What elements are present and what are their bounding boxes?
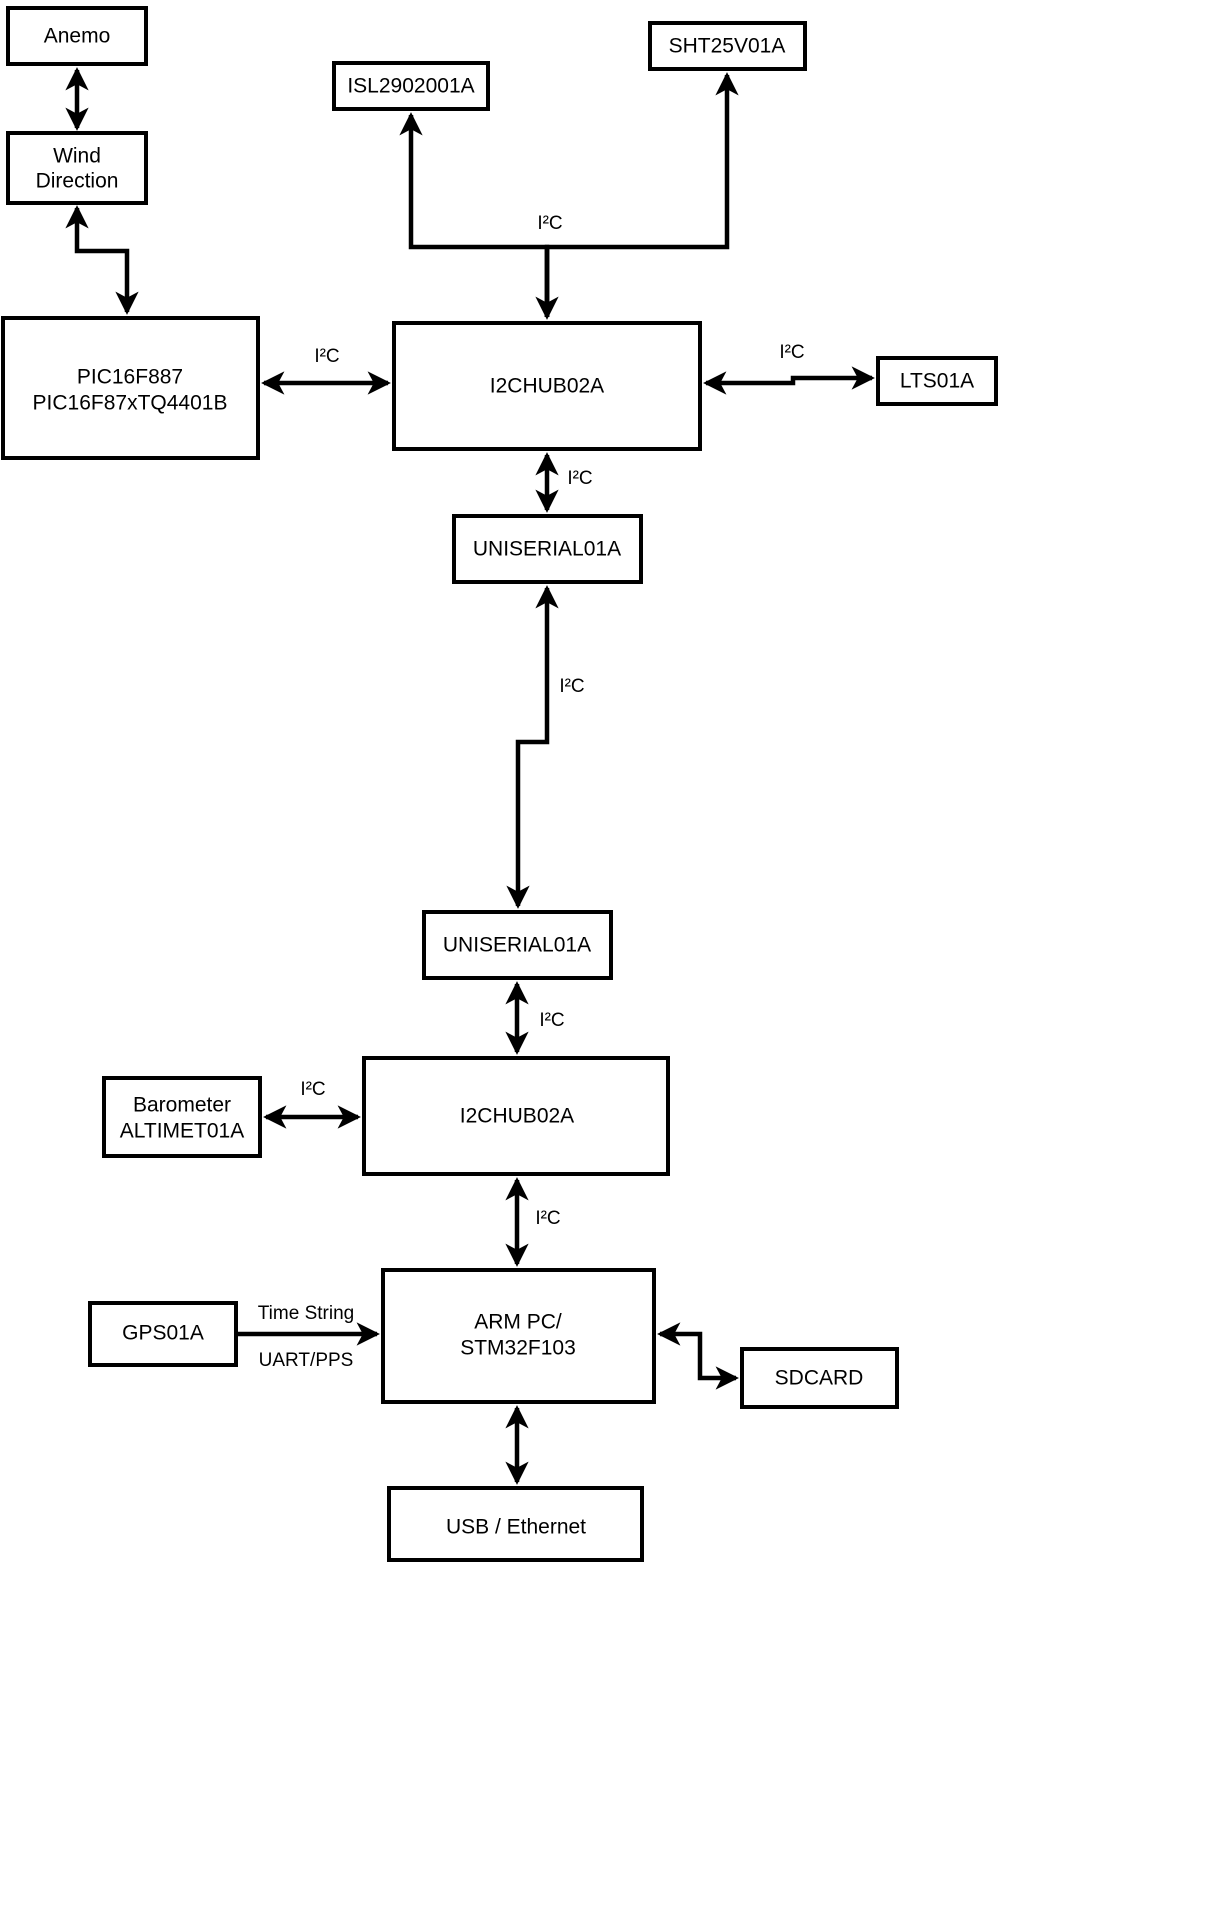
node-barometer[interactable]: Barometer ALTIMET01A xyxy=(102,1076,262,1158)
edge-i2chub02a-top-lts01a xyxy=(703,366,875,395)
node-label-barometer-line1: Barometer xyxy=(133,1094,231,1117)
node-label-uniserial01a-bottom: UNISERIAL01A xyxy=(443,934,591,957)
edge-label-i2c-barometer-hub: I²C xyxy=(300,1079,325,1100)
node-isl2902001a[interactable]: ISL2902001A xyxy=(332,61,490,111)
node-label-wind-direction-line2: Direction xyxy=(36,170,119,193)
node-sht25v01a[interactable]: SHT25V01A xyxy=(648,21,807,71)
node-label-sdcard: SDCARD xyxy=(775,1367,864,1390)
node-label-barometer-line2: ALTIMET01A xyxy=(120,1120,244,1143)
node-arm-pc[interactable]: ARM PC/ STM32F103 xyxy=(381,1268,656,1404)
edge-label-uart-pps: UART/PPS xyxy=(259,1350,354,1371)
node-label-usb-ethernet: USB / Ethernet xyxy=(446,1516,586,1539)
edge-label-i2c-hub-lts: I²C xyxy=(779,342,804,363)
node-i2chub02a-top[interactable]: I2CHUB02A xyxy=(392,321,702,451)
node-label-pic-line1: PIC16F887 xyxy=(77,366,183,389)
node-label-gps01a: GPS01A xyxy=(122,1322,204,1345)
edge-label-i2c-hub-armpc: I²C xyxy=(535,1208,560,1229)
edge-sdcard-armpc xyxy=(657,1322,739,1390)
edge-label-i2c-hub-uniserial: I²C xyxy=(567,468,592,489)
node-wind-direction[interactable]: Wind Direction xyxy=(6,131,148,205)
node-label-sht25v01a: SHT25V01A xyxy=(669,35,786,58)
node-uniserial01a-top[interactable]: UNISERIAL01A xyxy=(452,514,643,584)
node-label-armpc-line2: STM32F103 xyxy=(460,1337,576,1360)
node-label-isl2902001a: ISL2902001A xyxy=(347,75,474,98)
edge-pic-winddirection xyxy=(65,205,139,315)
node-uniserial01a-bottom[interactable]: UNISERIAL01A xyxy=(422,910,613,980)
edges-layer xyxy=(65,67,875,1485)
node-sdcard[interactable]: SDCARD xyxy=(740,1347,899,1409)
edge-label-i2c-top-bus: I²C xyxy=(537,213,562,234)
edge-hub-sht25v01a xyxy=(544,72,739,317)
nodes-layer: Anemo Wind Direction PIC16F887 PIC16F87x… xyxy=(1,6,998,1562)
edge-label-time-string: Time String xyxy=(258,1303,354,1324)
edge-label-i2c-uniserial-hub: I²C xyxy=(539,1010,564,1031)
node-lts01a[interactable]: LTS01A xyxy=(876,356,998,406)
node-label-uniserial01a-top: UNISERIAL01A xyxy=(473,538,621,561)
node-pic16f887[interactable]: PIC16F887 PIC16F87xTQ4401B xyxy=(1,316,260,460)
node-label-i2chub02a-bottom: I2CHUB02A xyxy=(460,1105,574,1128)
node-label-wind-direction-line1: Wind xyxy=(53,145,101,168)
edge-hub-isl2902001a xyxy=(399,112,550,317)
node-anemo[interactable]: Anemo xyxy=(6,6,148,66)
node-label-i2chub02a-top: I2CHUB02A xyxy=(490,375,604,398)
node-usb-ethernet[interactable]: USB / Ethernet xyxy=(387,1486,644,1562)
edge-uniserial-top-up xyxy=(506,585,559,909)
edge-label-i2c-uniserial-uniserial: I²C xyxy=(559,676,584,697)
edge-labels-layer: I²C I²C I²C I²C I²C I²C I²C I²C Time Str… xyxy=(258,213,805,1371)
node-label-pic-line2: PIC16F87xTQ4401B xyxy=(33,392,228,415)
node-i2chub02a-bottom[interactable]: I2CHUB02A xyxy=(362,1056,670,1176)
node-label-lts01a: LTS01A xyxy=(900,370,974,393)
node-label-anemo: Anemo xyxy=(44,25,111,48)
node-label-armpc-line1: ARM PC/ xyxy=(474,1311,562,1334)
node-gps01a[interactable]: GPS01A xyxy=(88,1301,238,1367)
edge-label-i2c-pic-hub: I²C xyxy=(314,346,339,367)
